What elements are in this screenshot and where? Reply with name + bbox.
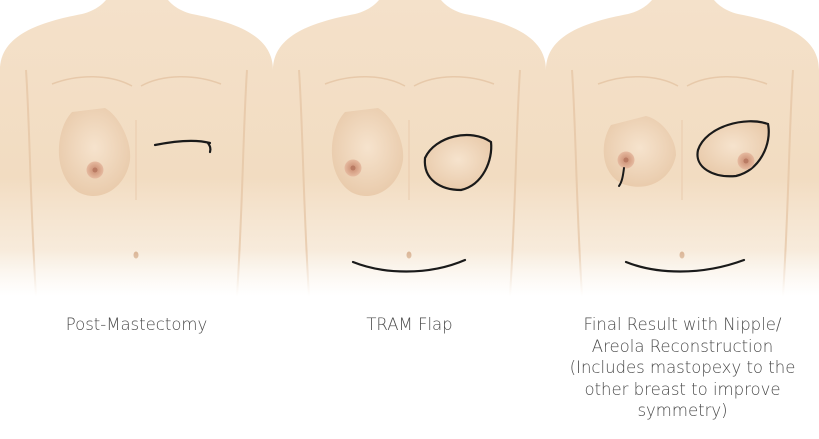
panel-post-mastectomy: Post-Mastectomy	[0, 0, 273, 439]
final-result-illustration	[546, 0, 819, 296]
post-mastectomy-illustration	[0, 0, 273, 296]
caption-line: symmetry)	[546, 400, 819, 422]
caption-post-mastectomy: Post-Mastectomy	[0, 314, 273, 336]
caption-line: TRAM Flap	[273, 314, 546, 336]
panel-final-result: Final Result with Nipple/ Areola Reconst…	[546, 0, 819, 439]
caption-final-result: Final Result with Nipple/ Areola Reconst…	[546, 314, 819, 422]
caption-line: Final Result with Nipple/	[546, 314, 819, 336]
nipple	[351, 166, 356, 171]
tram-flap-illustration	[273, 0, 546, 296]
nipple	[93, 168, 98, 173]
reconstructed-nipple	[744, 159, 749, 164]
caption-line: Post-Mastectomy	[0, 314, 273, 336]
caption-line: (Includes mastopexy to the	[546, 357, 819, 379]
caption-line: Areola Reconstruction	[546, 336, 819, 358]
caption-line: other breast to improve	[546, 379, 819, 401]
nipple	[624, 158, 629, 163]
caption-tram-flap: TRAM Flap	[273, 314, 546, 336]
panel-tram-flap: TRAM Flap	[273, 0, 546, 439]
